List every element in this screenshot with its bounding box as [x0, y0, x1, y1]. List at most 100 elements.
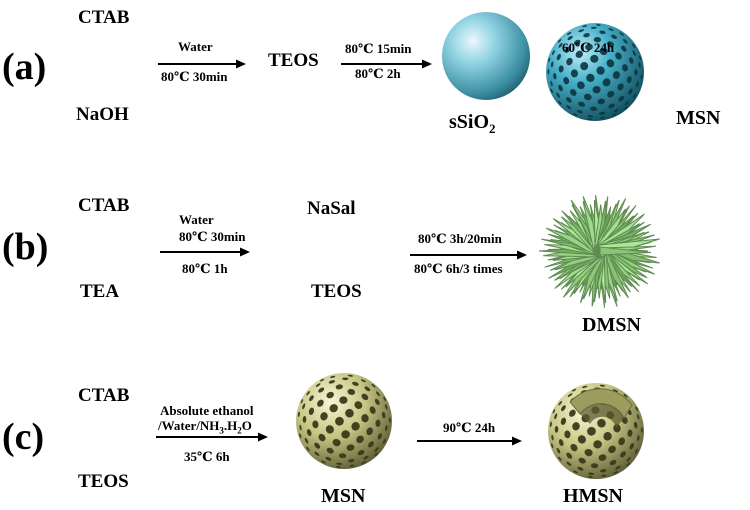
pore-mark	[635, 406, 639, 411]
pore-mark	[640, 74, 643, 80]
pore-mark	[564, 46, 571, 53]
pore-mark	[585, 43, 593, 51]
pore-mark	[549, 421, 552, 428]
condition-a3-above: 60℃ 24h	[562, 40, 615, 55]
pore-mark	[338, 453, 347, 459]
pore-mark	[618, 437, 626, 446]
pore-mark	[558, 84, 563, 92]
pore-mark	[577, 466, 584, 471]
pore-mark	[600, 468, 607, 473]
pore-mark	[607, 41, 615, 48]
pore-mark	[613, 108, 619, 113]
pore-mark	[590, 106, 598, 111]
pore-mark	[597, 418, 606, 428]
pore-mark	[623, 393, 628, 398]
pore-mark	[603, 432, 612, 441]
hmsn-hollow-sphere	[548, 383, 644, 479]
pore-mark	[632, 43, 636, 48]
pore-mark	[608, 28, 614, 31]
pore-mark	[556, 447, 561, 454]
pore-mark	[366, 427, 374, 436]
msn-olive-sphere	[296, 373, 392, 469]
pore-mark	[360, 379, 366, 383]
pore-mark	[561, 405, 566, 412]
pore-mark	[558, 100, 562, 105]
pore-mark	[347, 374, 353, 377]
condition-b2-above: 80℃ 3h/20min	[418, 231, 502, 246]
pore-mark	[629, 57, 634, 64]
pore-mark	[578, 29, 584, 33]
pore-mark	[629, 443, 634, 450]
pore-mark	[354, 401, 363, 409]
pore-mark	[558, 456, 562, 461]
pore-mark	[566, 452, 573, 459]
pore-mark	[299, 433, 302, 439]
pore-mark	[375, 419, 381, 427]
pore-mark	[560, 417, 567, 425]
pore-mark	[317, 399, 324, 407]
pore-mark	[596, 66, 605, 75]
pore-mark	[384, 404, 388, 410]
pore-mark	[368, 441, 374, 448]
pore-mark	[634, 448, 638, 454]
pore-mark	[624, 101, 629, 106]
pore-mark	[388, 417, 391, 423]
reagent-tea-b: TEA	[80, 281, 120, 302]
arrow-a2	[341, 59, 432, 69]
pore-mark	[552, 409, 556, 414]
pore-mark	[566, 31, 572, 36]
pore-mark	[341, 430, 350, 439]
dendrite-spike	[599, 246, 652, 256]
pore-mark	[577, 435, 586, 444]
pore-mark	[385, 425, 388, 432]
condition-c2-above: 90℃ 24h	[443, 420, 496, 435]
pore-mark	[634, 69, 638, 76]
pore-mark	[329, 404, 338, 413]
pore-mark	[347, 388, 356, 395]
ssio2-sphere	[442, 12, 530, 100]
pore-mark	[377, 433, 382, 440]
pore-mark	[615, 52, 622, 60]
pore-mark	[573, 113, 578, 116]
pore-mark	[636, 414, 640, 420]
pore-mark	[638, 62, 641, 68]
reagent-ctab-a: CTAB	[78, 7, 130, 28]
pore-mark	[318, 387, 325, 393]
pore-mark	[557, 38, 562, 43]
pore-mark	[607, 90, 615, 98]
pore-mark	[547, 69, 550, 75]
label-msn-a: MSN	[676, 107, 721, 129]
pore-mark	[361, 461, 367, 464]
pore-mark	[330, 375, 336, 379]
pore-mark	[597, 98, 605, 105]
pore-mark	[564, 430, 571, 439]
arrow-c1	[156, 432, 268, 442]
condition-c1-above-1: Absolute ethanol	[160, 403, 254, 418]
pore-mark	[593, 440, 602, 449]
condition-b1-below: 80℃ 1h	[182, 261, 228, 276]
pore-mark	[320, 412, 328, 421]
pore-mark	[551, 434, 554, 441]
pore-mark	[633, 421, 638, 429]
condition-a1-below: 80℃ 30min	[161, 69, 228, 84]
pore-mark	[582, 385, 588, 389]
pore-mark	[306, 446, 310, 451]
pore-mark	[611, 113, 617, 117]
arrow-b2	[410, 250, 527, 260]
pore-mark	[550, 80, 553, 87]
pore-mark	[624, 106, 628, 110]
pore-mark	[599, 30, 606, 35]
pore-mark	[302, 403, 306, 410]
pore-mark	[566, 97, 572, 103]
panel-label-b: (b)	[2, 226, 49, 268]
pore-mark	[381, 411, 386, 419]
pore-mark	[551, 443, 554, 449]
pore-mark	[312, 420, 319, 429]
pore-mark	[570, 69, 579, 78]
pore-mark	[612, 71, 620, 80]
pore-mark	[369, 406, 376, 414]
msn-blue-sphere	[546, 23, 644, 121]
pore-mark	[571, 388, 577, 392]
pore-mark	[640, 427, 643, 433]
condition-c1-below: 35℃ 6h	[184, 449, 230, 464]
